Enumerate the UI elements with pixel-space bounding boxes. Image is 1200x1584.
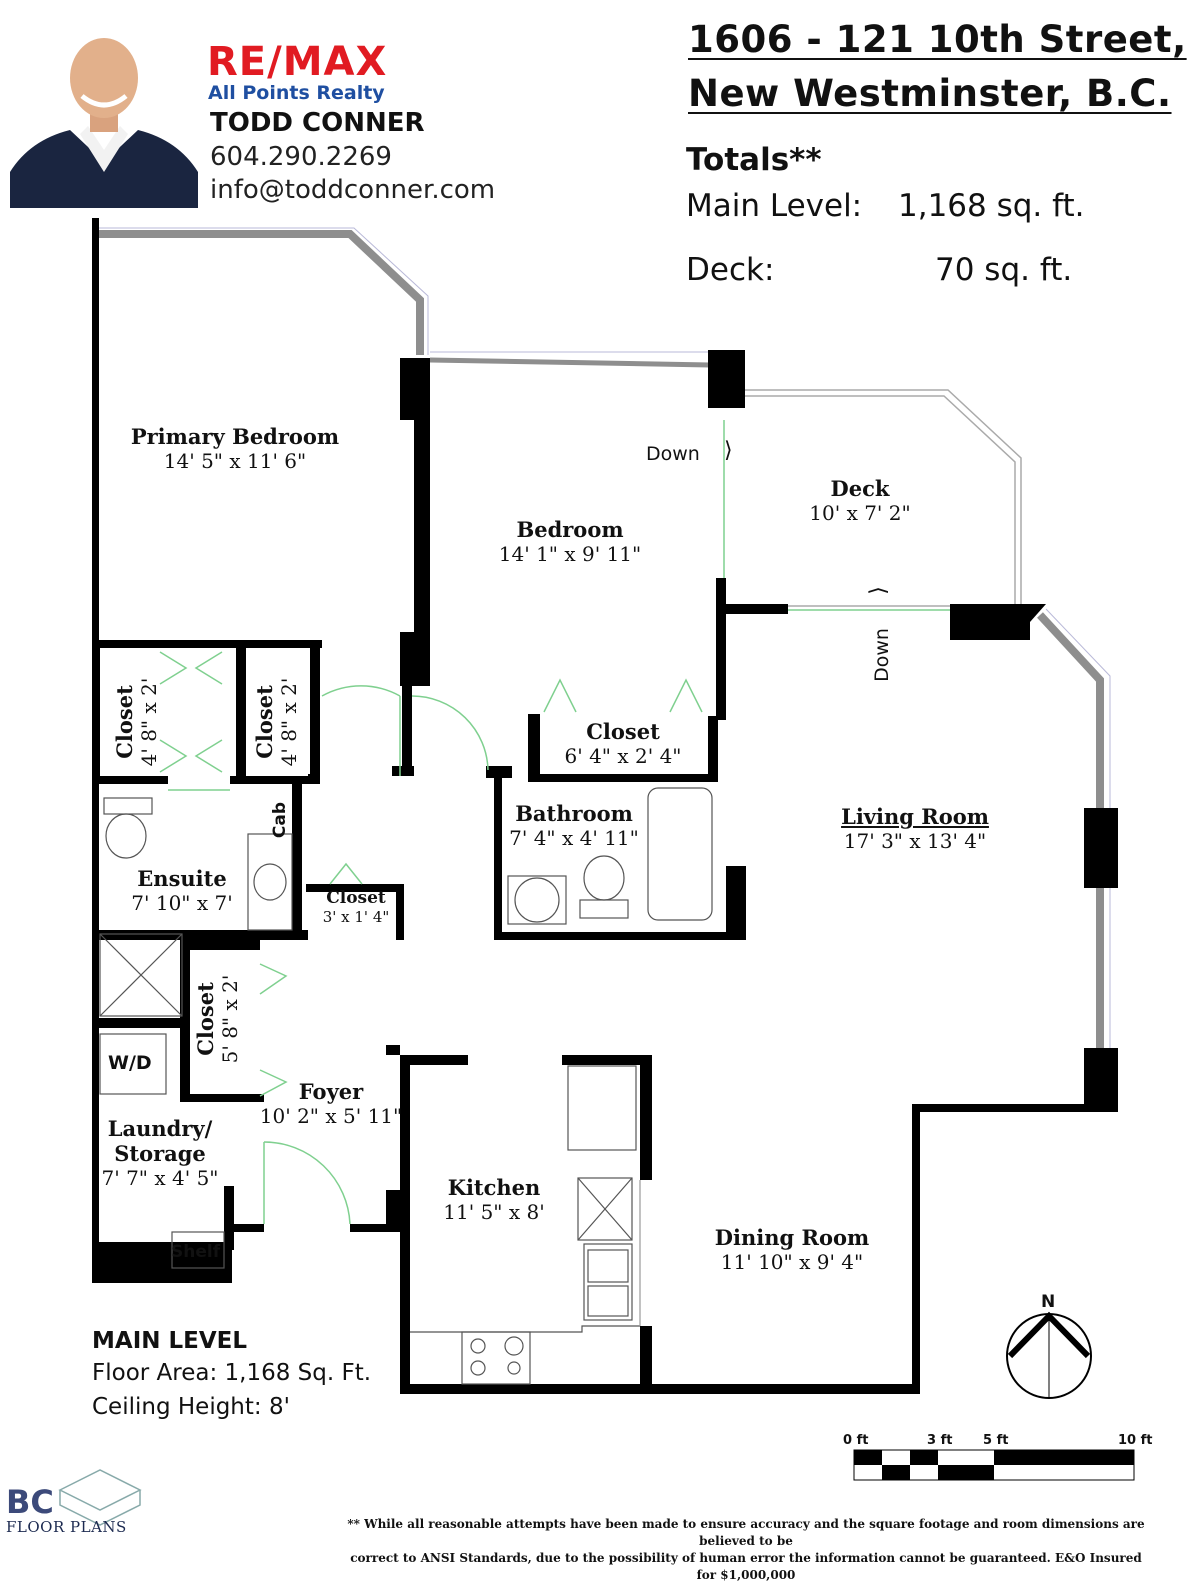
room-name: Kitchen	[447, 1175, 541, 1200]
room-name: Closet	[586, 719, 660, 744]
room-dim: 17' 3" x 13' 4"	[843, 829, 987, 853]
remax-logo-re: RE	[207, 39, 268, 85]
room-kitchen: Kitchen 11' 5" x 8'	[420, 1175, 568, 1224]
room-closet-bedroom: Closet 6' 4" x 2' 4"	[548, 719, 698, 768]
room-dim: 14' 1" x 9' 11"	[498, 542, 642, 566]
room-living-room: Living Room 17' 3" x 13' 4"	[820, 804, 1010, 853]
room-dim: 7' 7" x 4' 5"	[101, 1166, 219, 1190]
room-dim: 4' 8" x 2'	[137, 677, 161, 767]
room-dim: 4' 8" x 2'	[277, 677, 301, 767]
deck-label: Deck:	[686, 252, 775, 288]
room-laundry: Laundry/ Storage 7' 7" x 4' 5"	[96, 1116, 224, 1190]
room-name: Closet	[326, 888, 386, 908]
agent-email[interactable]: info@toddconner.com	[210, 175, 496, 205]
room-dim: 14' 5" x 11' 6"	[163, 449, 307, 473]
deck-value: 70 sq. ft.	[935, 252, 1073, 288]
room-foyer: Foyer 10' 2" x 5' 11"	[256, 1079, 406, 1128]
room-dim: 10' x 7' 2"	[809, 501, 911, 525]
level-title: MAIN LEVEL	[92, 1328, 248, 1354]
bc-logo-mark	[58, 1469, 142, 1526]
north-compass	[1006, 1311, 1092, 1399]
room-name: Foyer	[298, 1079, 364, 1104]
room-closet-small: Closet 3' x 1' 4"	[308, 888, 404, 926]
room-name-1: Laundry/	[107, 1116, 213, 1141]
room-dim: 3' x 1' 4"	[322, 908, 390, 926]
window-lines	[96, 227, 1111, 1048]
agent-name: TODD CONNER	[210, 108, 425, 138]
room-primary-bedroom: Primary Bedroom 14' 5" x 11' 6"	[120, 424, 350, 473]
agent-photo	[10, 22, 198, 208]
scale-label-3: 3 ft	[927, 1433, 953, 1448]
scale-bar	[853, 1449, 1135, 1481]
floor-plan	[58, 218, 1135, 1526]
room-dim: 10' 2" x 5' 11"	[259, 1104, 403, 1128]
room-name: Bedroom	[516, 517, 624, 542]
bc-logo-bc: BC	[6, 1483, 54, 1521]
scale-label-5: 5 ft	[983, 1433, 1009, 1448]
floor-area: Floor Area: 1,168 Sq. Ft.	[92, 1360, 372, 1386]
room-bathroom: Bathroom 7' 4" x 4' 11"	[496, 801, 652, 850]
bc-logo: BC FLOOR PLANS	[6, 1486, 146, 1536]
address-line-2: New Westminster, B.C.	[688, 72, 1172, 115]
room-name: Closet	[112, 685, 137, 759]
walls	[92, 218, 1118, 1394]
down-arrow-icon-1: ⟩	[724, 438, 733, 463]
room-bedroom: Bedroom 14' 1" x 9' 11"	[460, 517, 680, 566]
address-line-1: 1606 - 121 10th Street,	[688, 18, 1187, 61]
shelf-label: Shelf	[171, 1242, 221, 1262]
room-dim: 11' 5" x 8'	[443, 1200, 545, 1224]
room-dim: 5' 8" x 2'	[218, 974, 242, 1064]
north-label: N	[1041, 1292, 1056, 1312]
room-dim: 7' 10" x 7'	[131, 891, 233, 915]
totals-label: Totals**	[686, 142, 822, 178]
ceiling-height: Ceiling Height: 8'	[92, 1394, 290, 1420]
room-name: Bathroom	[515, 801, 633, 826]
remax-logo-slash: /	[267, 39, 283, 85]
down-label-2: Down	[871, 628, 893, 682]
remax-logo-max: MAX	[282, 39, 388, 85]
disclaimer-line-2: correct to ANSI Standards, due to the po…	[350, 1551, 1142, 1582]
room-name: Primary Bedroom	[130, 424, 340, 449]
fixtures	[99, 787, 713, 1385]
room-closet-left-1: Closet 4' 8" x 2'	[112, 654, 161, 790]
room-dining-room: Dining Room 11' 10" x 9' 4"	[700, 1225, 884, 1274]
room-name: Closet	[252, 685, 277, 759]
down-label-1: Down	[646, 443, 700, 465]
room-name: Dining Room	[714, 1225, 870, 1250]
room-name: Living Room	[841, 804, 989, 829]
main-level-label: Main Level:	[686, 188, 863, 224]
scale-label-0: 0 ft	[843, 1433, 869, 1448]
bc-logo-text: FLOOR PLANS	[6, 1518, 127, 1536]
door-swings	[159, 420, 950, 1225]
room-dim: 11' 10" x 9' 4"	[720, 1250, 864, 1274]
room-name: Closet	[193, 982, 218, 1056]
scale-label-10: 10 ft	[1118, 1433, 1153, 1448]
wd-label: W/D	[108, 1052, 152, 1074]
brokerage-name: All Points Realty	[208, 82, 385, 104]
room-dim: 7' 4" x 4' 11"	[509, 826, 639, 850]
room-ensuite: Ensuite 7' 10" x 7'	[110, 866, 254, 915]
main-level-value: 1,168 sq. ft.	[898, 188, 1085, 224]
disclaimer-line-1: ** While all reasonable attempts have be…	[347, 1517, 1145, 1548]
room-name-2: Storage	[114, 1141, 206, 1166]
room-closet-left-2: Closet 4' 8" x 2'	[252, 654, 301, 790]
room-name: Deck	[830, 476, 890, 501]
room-name: Ensuite	[137, 866, 227, 891]
cab-label: Cab	[270, 801, 290, 839]
room-closet-foyer: Closet 5' 8" x 2'	[193, 952, 242, 1086]
down-arrow-icon-2: ⟩	[865, 586, 891, 595]
agent-phone[interactable]: 604.290.2269	[210, 142, 392, 172]
remax-logo: RE/MAX	[207, 42, 387, 82]
room-dim: 6' 4" x 2' 4"	[564, 744, 682, 768]
room-deck: Deck 10' x 7' 2"	[790, 476, 930, 525]
disclaimer: ** While all reasonable attempts have be…	[340, 1516, 1152, 1584]
